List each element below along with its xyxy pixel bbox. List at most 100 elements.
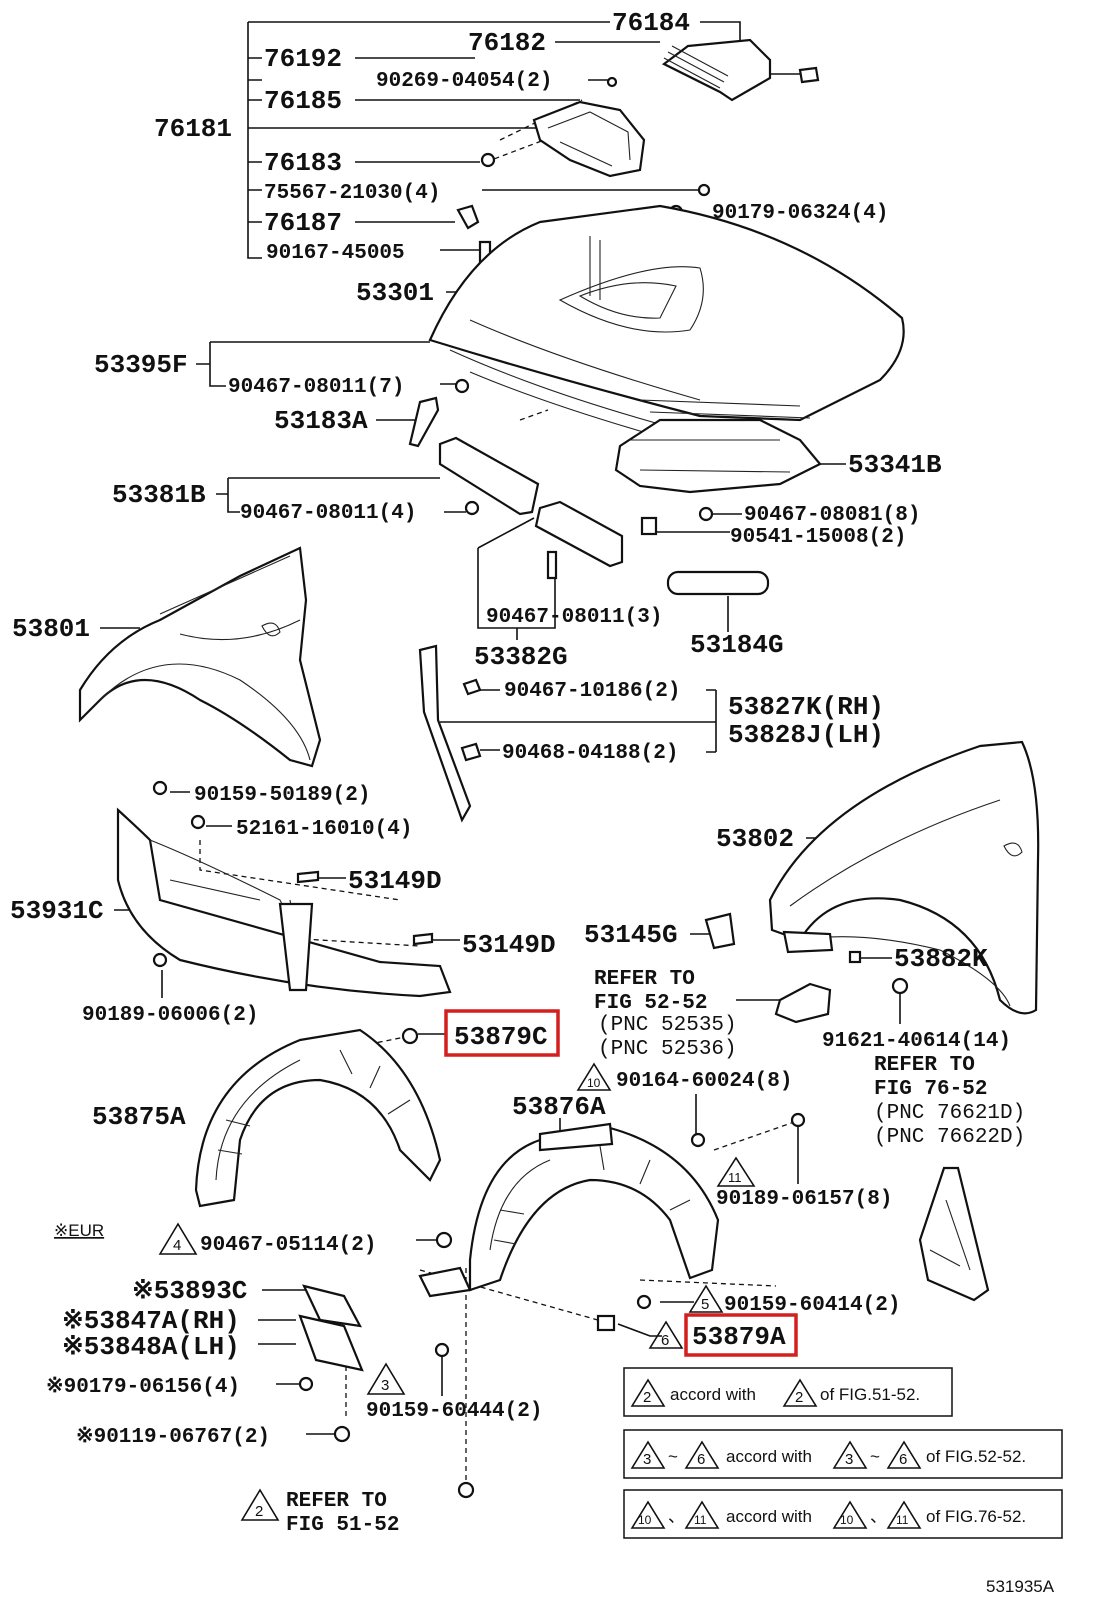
label-53149D-a[interactable]: 53149D — [348, 866, 442, 896]
refer-fig-76-52-line1[interactable]: REFER TO — [874, 1054, 975, 1077]
note-box-fig-51-52: 2 accord with 2 of FIG.51-52. — [623, 1367, 953, 1417]
label-90167-45005[interactable]: 90167-45005 — [266, 242, 405, 265]
svg-text:accord with: accord with — [726, 1447, 812, 1466]
label-53149D-b[interactable]: 53149D — [462, 930, 556, 960]
svg-text:3: 3 — [643, 1451, 651, 1468]
label-53879A[interactable]: 53879A — [692, 1322, 786, 1352]
pnc-76621D: (PNC 76621D) — [874, 1102, 1025, 1125]
label-90189-06157[interactable]: 90189-06157(8) — [716, 1188, 892, 1211]
label-53301[interactable]: 53301 — [356, 278, 434, 308]
svg-text:2: 2 — [795, 1389, 803, 1406]
label-53184G[interactable]: 53184G — [690, 630, 784, 660]
label-90159-60444[interactable]: 90159-60444(2) — [366, 1400, 542, 1423]
label-90467-08081[interactable]: 90467-08081(8) — [744, 504, 920, 527]
triangle-2: 2 — [240, 1488, 280, 1521]
hood-scoop-shape — [532, 100, 646, 178]
label-76181[interactable]: 76181 — [154, 114, 232, 144]
svg-text:、: 、 — [870, 1507, 887, 1526]
label-53382G[interactable]: 53382G — [474, 642, 568, 672]
pnc-52536: (PNC 52536) — [598, 1038, 737, 1061]
label-52161-16010[interactable]: 52161-16010(4) — [236, 818, 412, 841]
svg-text:6: 6 — [661, 1332, 669, 1349]
refer-fig-52-52-line1[interactable]: REFER TO — [594, 968, 695, 991]
label-53931C[interactable]: 53931C — [10, 896, 104, 926]
label-90467-08011-7[interactable]: 90467-08011(7) — [228, 376, 404, 399]
label-90189-06006[interactable]: 90189-06006(2) — [82, 1004, 258, 1027]
svg-text:11: 11 — [896, 1513, 909, 1527]
label-53802[interactable]: 53802 — [716, 824, 794, 854]
svg-text:2: 2 — [643, 1389, 651, 1406]
refer-fig-76-52-line2[interactable]: FIG 76-52 — [874, 1078, 987, 1101]
label-53848A[interactable]: ※53848A(LH) — [62, 1332, 240, 1362]
hood-to-cowl-seal-a — [438, 436, 540, 516]
label-53183A[interactable]: 53183A — [274, 406, 368, 436]
label-53801[interactable]: 53801 — [12, 614, 90, 644]
svg-text:4: 4 — [173, 1237, 181, 1254]
hood-shape — [428, 204, 905, 422]
label-53828J[interactable]: 53828J(LH) — [728, 720, 884, 750]
label-90179-06324[interactable]: 90179-06324(4) — [712, 202, 888, 225]
label-90468-04188[interactable]: 90468-04188(2) — [502, 742, 678, 765]
svg-text:3: 3 — [381, 1377, 389, 1394]
triangle-3: 3 — [366, 1362, 406, 1395]
svg-text:10: 10 — [638, 1513, 652, 1527]
svg-text:of FIG.76-52.: of FIG.76-52. — [926, 1507, 1026, 1526]
svg-text:10: 10 — [840, 1513, 854, 1527]
label-53893C[interactable]: ※53893C — [132, 1276, 247, 1306]
label-90467-05114[interactable]: 90467-05114(2) — [200, 1234, 376, 1257]
part-drawings — [78, 38, 1040, 1499]
hood-seal-shape — [614, 418, 822, 494]
label-53381B[interactable]: 53381B — [112, 480, 206, 510]
svg-text:of FIG.52-52.: of FIG.52-52. — [926, 1447, 1026, 1466]
label-53882K[interactable]: 53882K — [894, 944, 988, 974]
label-91621-40614[interactable]: 91621-40614(14) — [822, 1030, 1011, 1053]
label-53875A[interactable]: 53875A — [92, 1102, 186, 1132]
label-90467-10186[interactable]: 90467-10186(2) — [504, 680, 680, 703]
label-53847A[interactable]: ※53847A(RH) — [62, 1306, 240, 1336]
highlight-53879A — [684, 1313, 798, 1357]
svg-text:accord with: accord with — [726, 1507, 812, 1526]
label-53341B[interactable]: 53341B — [848, 450, 942, 480]
svg-text:5: 5 — [701, 1296, 709, 1313]
label-53879C[interactable]: 53879C — [454, 1022, 548, 1052]
label-90119-06767[interactable]: ※90119-06767(2) — [76, 1425, 270, 1449]
svg-text:~: ~ — [668, 1447, 678, 1466]
triangle-4: 4 — [158, 1222, 198, 1255]
label-76183[interactable]: 76183 — [264, 148, 342, 178]
label-90467-08011-3[interactable]: 90467-08011(3) — [486, 606, 662, 629]
triangle-10: 10 — [576, 1062, 612, 1091]
label-90179-06156[interactable]: ※90179-06156(4) — [46, 1375, 240, 1399]
note-box-fig-76-52: 10 、 11 accord with 10 、 11 of FIG.76-52… — [623, 1489, 1063, 1539]
fender-bracket-shape — [418, 644, 472, 823]
label-76185[interactable]: 76185 — [264, 86, 342, 116]
label-53876A[interactable]: 53876A — [512, 1092, 606, 1122]
svg-text:11: 11 — [728, 1170, 742, 1185]
svg-text:accord with: accord with — [670, 1385, 756, 1404]
label-76184[interactable]: 76184 — [612, 8, 690, 38]
triangle-6: 6 — [648, 1320, 684, 1349]
label-90269-04054[interactable]: 90269-04054(2) — [376, 70, 552, 93]
refer-fig-51-52-line2[interactable]: FIG 51-52 — [286, 1514, 399, 1537]
refer-fig-51-52-line1[interactable]: REFER TO — [286, 1490, 387, 1513]
pnc-76622D: (PNC 76622D) — [874, 1126, 1025, 1149]
label-76192[interactable]: 76192 — [264, 44, 342, 74]
highlight-53879C — [444, 1009, 560, 1057]
pnc-52535: (PNC 52535) — [598, 1014, 737, 1037]
refer-fig-52-52-line2[interactable]: FIG 52-52 — [594, 992, 707, 1015]
label-90159-50189[interactable]: 90159-50189(2) — [194, 784, 370, 807]
label-76182[interactable]: 76182 — [468, 28, 546, 58]
triangle-5: 5 — [688, 1284, 724, 1313]
label-90159-60414[interactable]: 90159-60414(2) — [724, 1294, 900, 1317]
label-76187[interactable]: 76187 — [264, 208, 342, 238]
fender-liner-rh-shape — [468, 1126, 720, 1292]
label-75567-21030[interactable]: 75567-21030(4) — [264, 182, 440, 205]
svg-text:~: ~ — [870, 1447, 880, 1466]
label-53145G[interactable]: 53145G — [584, 920, 678, 950]
label-53395F[interactable]: 53395F — [94, 350, 188, 380]
label-53827K[interactable]: 53827K(RH) — [728, 692, 884, 722]
label-90541-15008[interactable]: 90541-15008(2) — [730, 526, 906, 549]
note-box-fig-52-52: 3 ~ 6 accord with 3 ~ 6 of FIG.52-52. — [623, 1429, 1063, 1479]
label-90164-60024[interactable]: 90164-60024(8) — [616, 1070, 792, 1093]
label-90467-08011-4[interactable]: 90467-08011(4) — [240, 502, 416, 525]
